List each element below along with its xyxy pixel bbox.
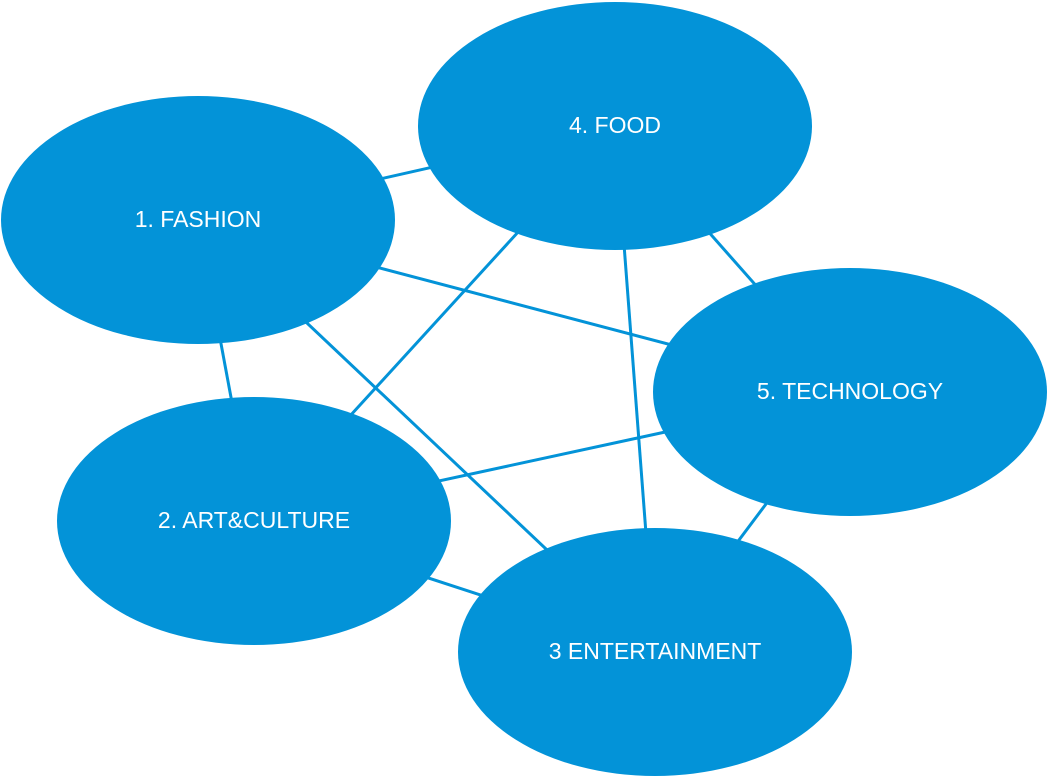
art-culture-label: 2. ART&CULTURE (158, 507, 350, 533)
node-art-culture: 2. ART&CULTURE (57, 397, 451, 645)
technology-label: 5. TECHNOLOGY (757, 378, 943, 404)
food-label: 4. FOOD (569, 112, 661, 138)
technology-ellipse (653, 268, 1047, 516)
fashion-ellipse (1, 96, 395, 344)
node-entertainment: 3 ENTERTAINMENT (458, 528, 852, 776)
node-technology: 5. TECHNOLOGY (653, 268, 1047, 516)
node-food: 4. FOOD (418, 2, 812, 250)
food-ellipse (418, 2, 812, 250)
node-fashion: 1. FASHION (1, 96, 395, 344)
entertainment-ellipse (458, 528, 852, 776)
art-culture-ellipse (57, 397, 451, 645)
fashion-label: 1. FASHION (135, 206, 262, 232)
entertainment-label: 3 ENTERTAINMENT (549, 638, 762, 664)
